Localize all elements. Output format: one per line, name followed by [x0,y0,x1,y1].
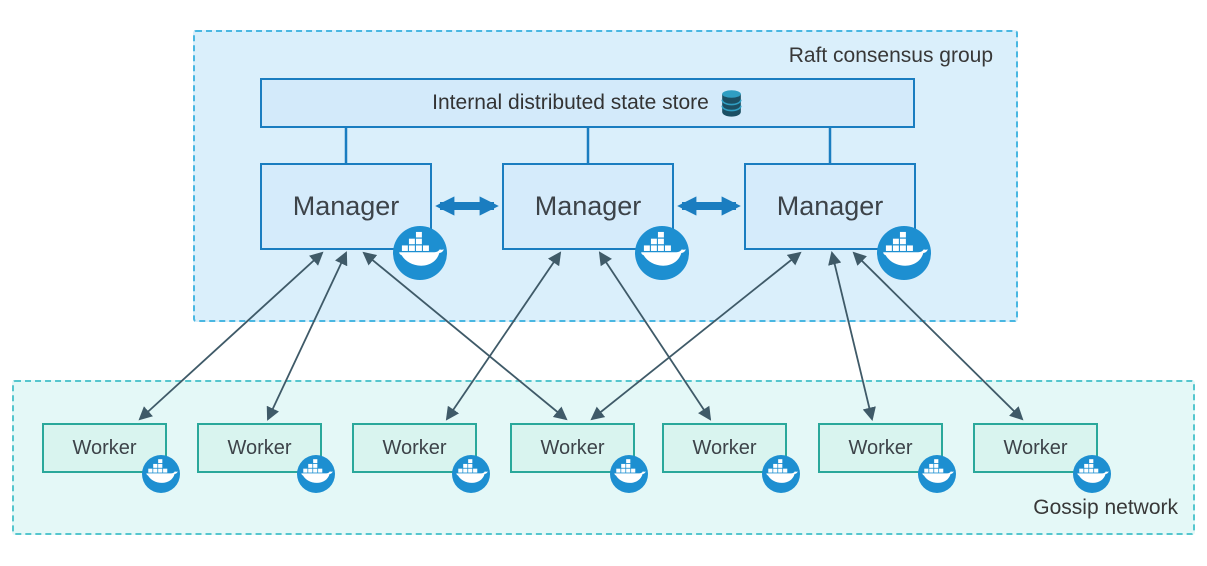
manager-node-2: Manager [502,163,674,250]
manager-label: Manager [292,191,400,221]
worker-label: Worker [540,436,605,459]
state-store-label: Internal distributed state store [432,91,709,114]
docker-whale-icon [877,226,931,280]
docker-whale-icon [610,455,648,493]
worker-node-3: Worker [352,423,477,473]
gossip-network-label: Gossip network [1033,496,1178,519]
worker-label: Worker [227,436,292,459]
docker-whale-icon [1073,455,1111,493]
worker-label: Worker [692,436,757,459]
worker-label: Worker [382,436,447,459]
docker-whale-icon [918,455,956,493]
worker-label: Worker [848,436,913,459]
database-icon [721,90,742,117]
worker-label: Worker [1003,436,1068,459]
state-store-node: Internal distributed state store [260,78,915,128]
worker-node-5: Worker [662,423,787,473]
docker-whale-icon [635,226,689,280]
docker-whale-icon [297,455,335,493]
raft-group-label: Raft consensus group [788,44,993,67]
docker-whale-icon [452,455,490,493]
docker-whale-icon [393,226,447,280]
docker-whale-icon [762,455,800,493]
docker-whale-icon [142,455,180,493]
manager-label: Manager [534,191,642,221]
worker-label: Worker [72,436,137,459]
manager-label: Manager [776,191,884,221]
